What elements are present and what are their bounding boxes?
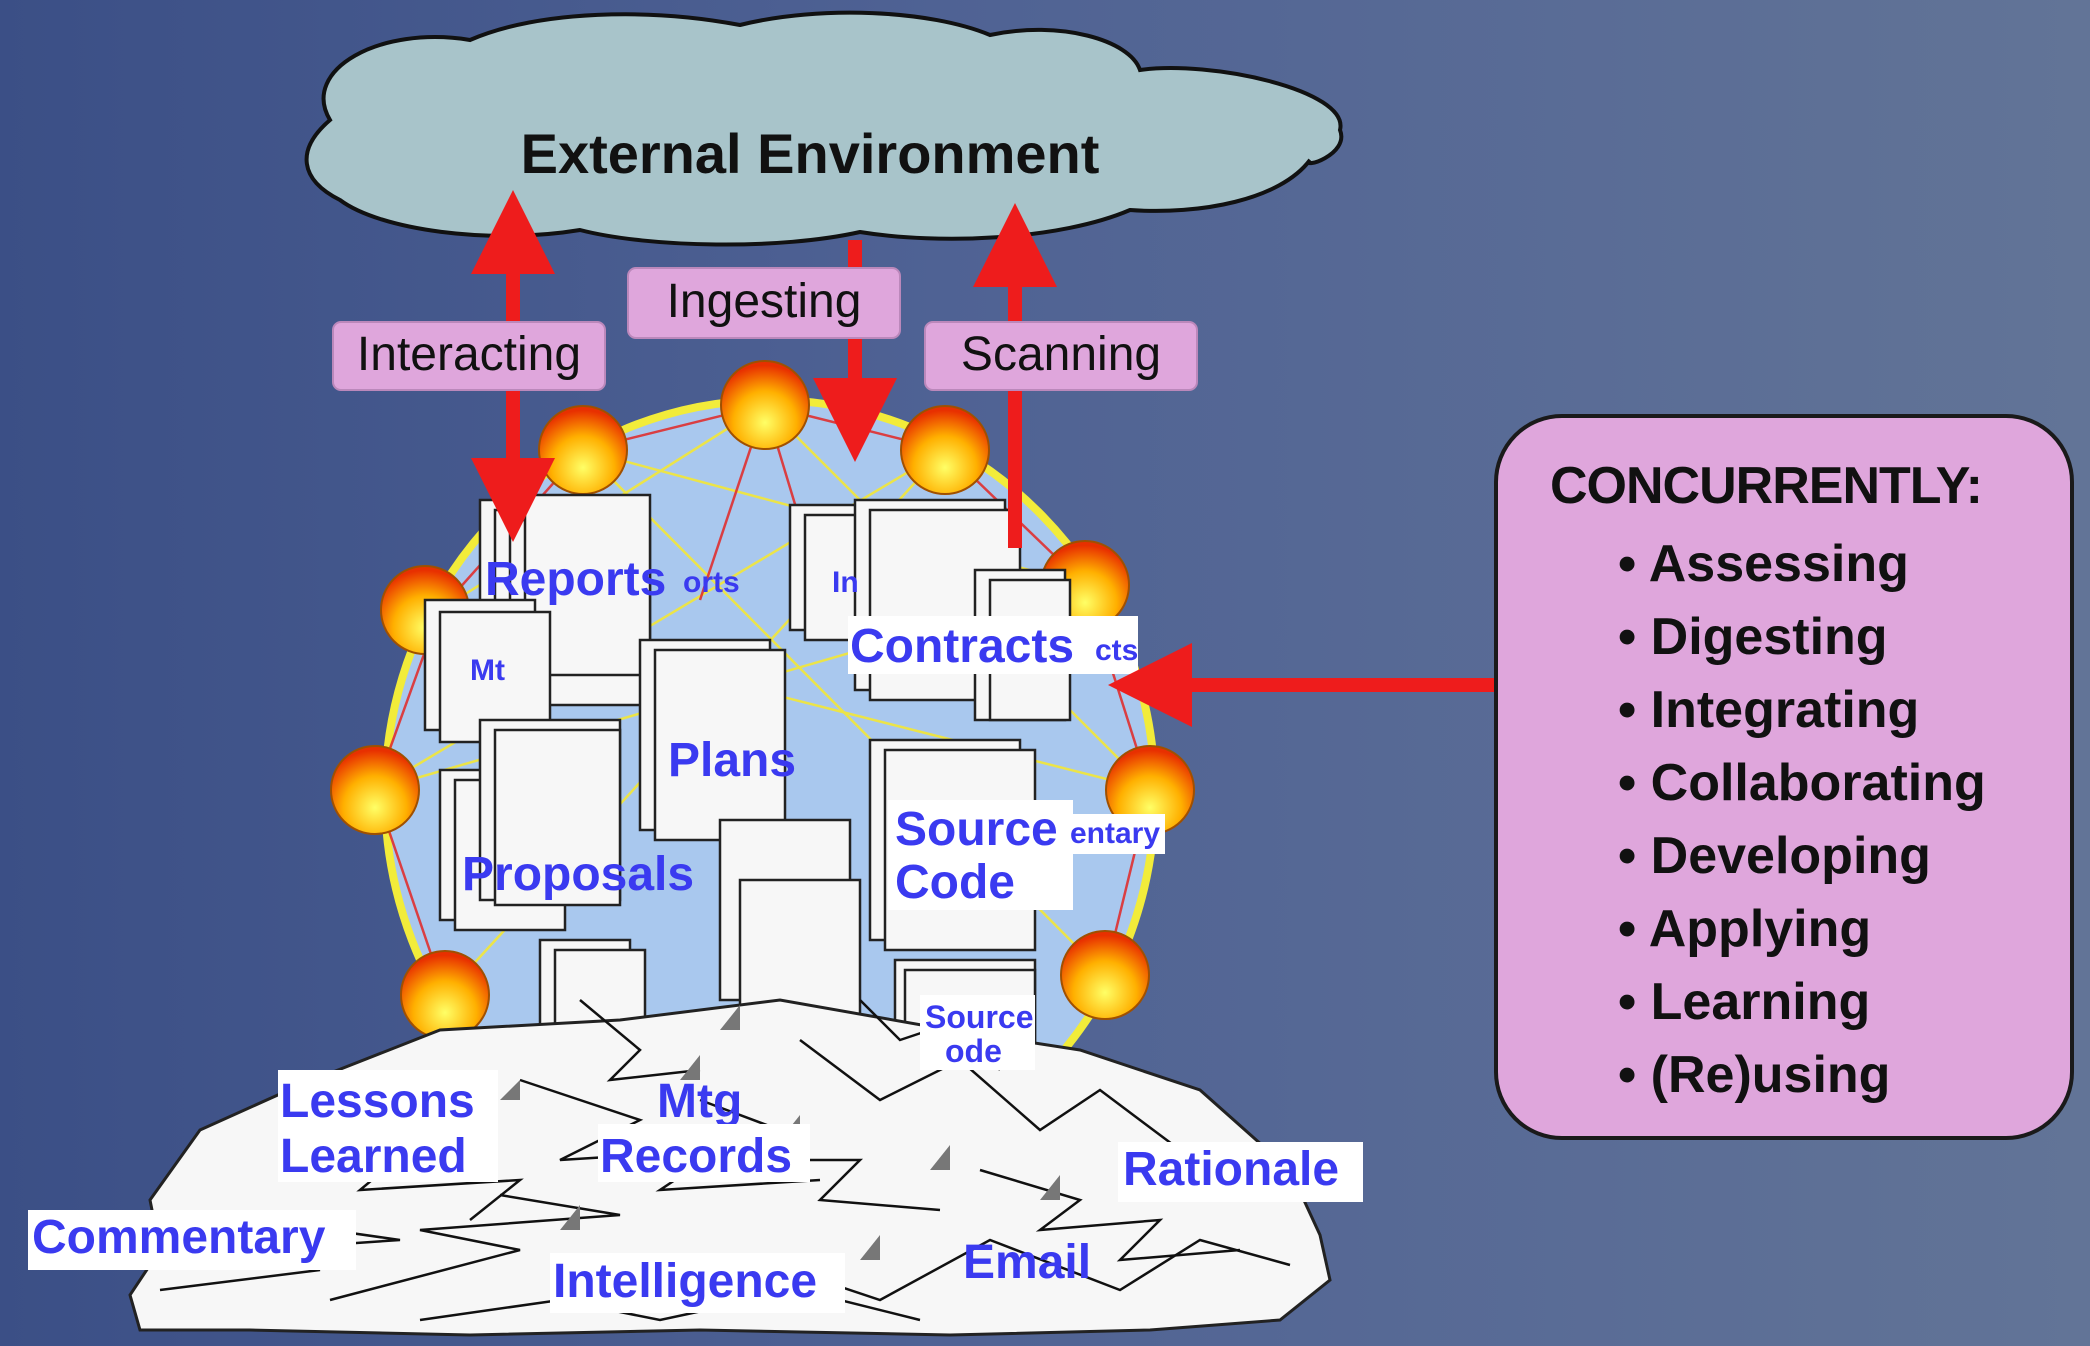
label-learned: Learned <box>280 1130 467 1183</box>
globe-node <box>1060 930 1150 1020</box>
label-reports-small: orts <box>683 566 740 599</box>
label-lessons: Lessons <box>280 1075 475 1128</box>
concurrently-item: (Re)using <box>1618 1039 1986 1112</box>
label-mt-small: Mt <box>470 654 505 687</box>
globe-node <box>720 360 810 450</box>
lessons-learned-bg <box>278 1070 498 1182</box>
concurrently-title: CONCURRENTLY: <box>1550 457 1983 515</box>
label-code: Code <box>895 856 1015 909</box>
intelligence-bg <box>550 1253 845 1313</box>
globe-node <box>400 950 490 1040</box>
label-source-small: Source <box>925 999 1033 1035</box>
rationale-bg <box>1118 1142 1363 1202</box>
concurrently-list: Assessing Digesting Integrating Collabor… <box>1618 528 1986 1112</box>
contracts-label-bg <box>848 616 1138 674</box>
concurrently-box: CONCURRENTLY: Assessing Digesting Integr… <box>1494 414 2074 1140</box>
interacting-label: Interacting <box>357 328 581 381</box>
label-email: Email <box>963 1236 1091 1289</box>
mentary-label-bg <box>1070 814 1165 854</box>
label-source: Source <box>895 803 1058 856</box>
label-in-small: In <box>832 566 859 599</box>
label-records: Records <box>600 1130 792 1183</box>
concurrently-item: Collaborating <box>1618 747 1986 820</box>
label-code-small: ode <box>945 1033 1002 1069</box>
cloud-label: External Environment <box>521 122 1100 185</box>
concurrently-item: Applying <box>1618 893 1986 966</box>
globe-node <box>538 405 628 495</box>
ground-labels: Lessons Learned Mtg Records Rationale Co… <box>28 1070 1363 1313</box>
commentary-bg <box>28 1210 356 1270</box>
records-bg <box>598 1124 810 1182</box>
concurrently-item: Developing <box>1618 820 1986 893</box>
external-environment-cloud: External Environment <box>304 10 1344 247</box>
label-contracts: Contracts <box>850 620 1074 673</box>
concurrently-item: Digesting <box>1618 601 1986 674</box>
interacting-tag: Interacting <box>332 321 606 391</box>
source-code-label-bg <box>888 800 1073 910</box>
globe-node <box>330 745 420 835</box>
label-rationale: Rationale <box>1123 1143 1339 1196</box>
globe-node <box>900 405 990 495</box>
label-commentary: Commentary <box>32 1211 326 1264</box>
ingesting-label: Ingesting <box>667 275 862 328</box>
flow-tags: Interacting Ingesting Scanning <box>332 267 1198 391</box>
concurrently-item: Assessing <box>1618 528 1986 601</box>
label-contracts-small: cts <box>1095 634 1138 667</box>
ingesting-tag: Ingesting <box>627 267 901 339</box>
scanning-tag: Scanning <box>924 321 1198 391</box>
scanning-label: Scanning <box>961 328 1161 381</box>
concurrently-item: Integrating <box>1618 674 1986 747</box>
document-labels: Reports orts In Mt Contracts cts Plans S… <box>462 553 1165 1070</box>
label-plans: Plans <box>668 734 796 787</box>
label-reports: Reports <box>485 553 666 606</box>
label-intelligence: Intelligence <box>553 1255 817 1308</box>
source-code-small-bg <box>920 995 1035 1070</box>
label-mentary-small: entary <box>1070 817 1160 850</box>
label-mtg: Mtg <box>657 1075 742 1128</box>
label-proposals: Proposals <box>462 848 694 901</box>
concurrently-item: Learning <box>1618 966 1986 1039</box>
